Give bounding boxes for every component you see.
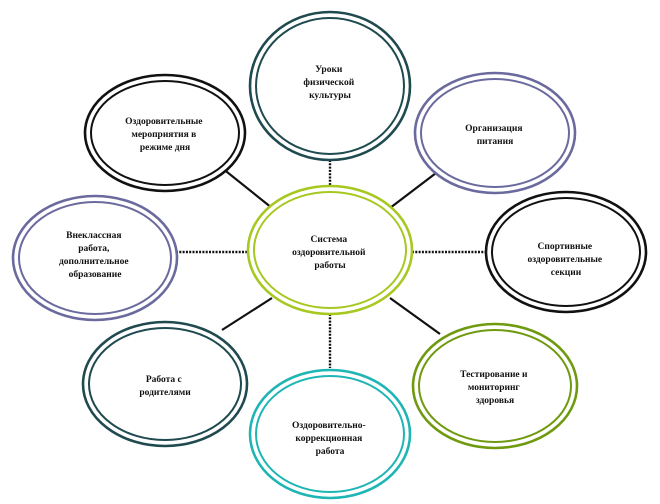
svg-text:Оздоровительно- коррекци: Оздоровительно- коррекционная работа	[292, 421, 368, 457]
svg-text:Спортивные оздоровительн: Спортивные оздоровительные секции	[527, 242, 604, 278]
node-label-line: коррекционная	[295, 434, 362, 444]
node-label-line: Оздоровительные	[125, 117, 202, 127]
node-label-line: Система	[311, 235, 348, 245]
node-label-line: Тестирование и	[460, 370, 528, 380]
node-label-line: режиме дня	[140, 143, 190, 153]
node-nutrition: Организация питания	[413, 71, 577, 195]
node-label-line: родителями	[139, 388, 191, 398]
connector-top-right	[389, 169, 441, 209]
node-label-line: мероприятия в	[131, 130, 196, 140]
node-label-line: работа,	[78, 243, 110, 254]
node-label-line: работы	[314, 260, 346, 271]
svg-text:Тестирование и мониторин: Тестирование и мониторинг здоровья	[460, 370, 530, 406]
svg-text:Оздоровительные мероприя: Оздоровительные мероприятия в режиме дня	[125, 117, 205, 153]
node-sports-sections: Спортивные оздоровительные секции	[484, 190, 648, 314]
node-label-line: образование	[69, 269, 122, 280]
node-label-line: культуры	[309, 91, 351, 101]
connector-top-left	[221, 167, 273, 209]
connector-bottom-left	[221, 297, 273, 331]
connector-bottom-right	[389, 297, 441, 335]
node-physical-education-lessons: Уроки физической культуры	[248, 10, 412, 162]
node-label-line: дополнительное	[59, 257, 129, 267]
node-label-line: секции	[551, 268, 582, 278]
node-label-line: питания	[477, 137, 514, 147]
node-label-line: Работа с	[146, 374, 182, 385]
node-label-line: работа	[316, 446, 345, 457]
node-label-line: мониторинг	[468, 383, 521, 393]
svg-text:Работа с родителями: Работа с родителями	[139, 374, 191, 398]
node-label-line: Внеклассная	[66, 231, 121, 241]
svg-text:Внеклассная работа,: Внеклассная работа, дополнительное образ…	[59, 231, 131, 280]
node-extracurricular: Внеклассная работа, дополнительное образ…	[11, 194, 179, 322]
node-work-with-parents: Работа с родителями	[81, 320, 249, 448]
svg-text:Система оздоровительной: Система оздоровительной работы	[292, 235, 368, 271]
node-daily-health-activities: Оздоровительные мероприятия в режиме дня	[83, 73, 247, 193]
node-label-line: оздоровительной	[292, 247, 366, 258]
connectors	[176, 160, 486, 368]
node-center-health-system: Система оздоровительной работы	[246, 184, 414, 316]
node-label-line: Организация	[465, 124, 522, 134]
node-label-line: Спортивные	[538, 242, 593, 252]
node-label-line: Уроки	[315, 65, 343, 75]
svg-text:Организация питания: Организация питания	[465, 124, 525, 147]
node-label-line: Оздоровительно-	[292, 421, 366, 431]
node-label-line: физической	[303, 77, 354, 88]
node-health-monitoring: Тестирование и мониторинг здоровья	[411, 322, 579, 450]
node-correctional-work: Оздоровительно- коррекционная работа	[248, 368, 412, 500]
node-label-line: оздоровительные	[527, 255, 602, 265]
svg-text:Уроки физической к: Уроки физической культуры	[303, 65, 356, 101]
node-label-line: здоровья	[476, 396, 514, 406]
